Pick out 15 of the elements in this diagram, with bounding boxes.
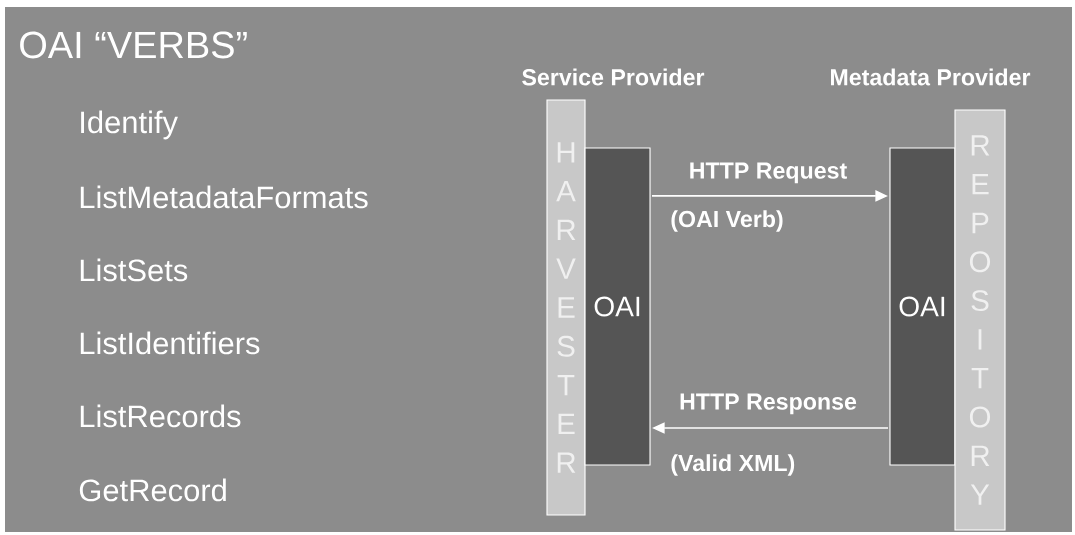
list-item: ListRecords <box>80 404 241 428</box>
list-item: Identify <box>81 110 178 140</box>
edge-note: (OAI Verb) <box>671 210 783 232</box>
edge-label: HTTP Request <box>690 162 847 184</box>
list-item: ListMetadataFormats <box>80 185 368 209</box>
list-item: GetRecord <box>79 478 226 502</box>
edge-note: (Valid XML) <box>671 454 795 476</box>
process-box: OAI <box>584 147 651 466</box>
heading: Metadata Provider <box>831 68 1031 86</box>
list-item: ListIdentifiers <box>80 331 260 355</box>
process-box: OAI <box>889 147 956 466</box>
heading: Service Provider <box>522 68 705 86</box>
list-item: ListSets <box>80 258 188 282</box>
title: OAI “VERBS” <box>20 31 247 59</box>
edge-label: HTTP Response <box>680 393 857 415</box>
